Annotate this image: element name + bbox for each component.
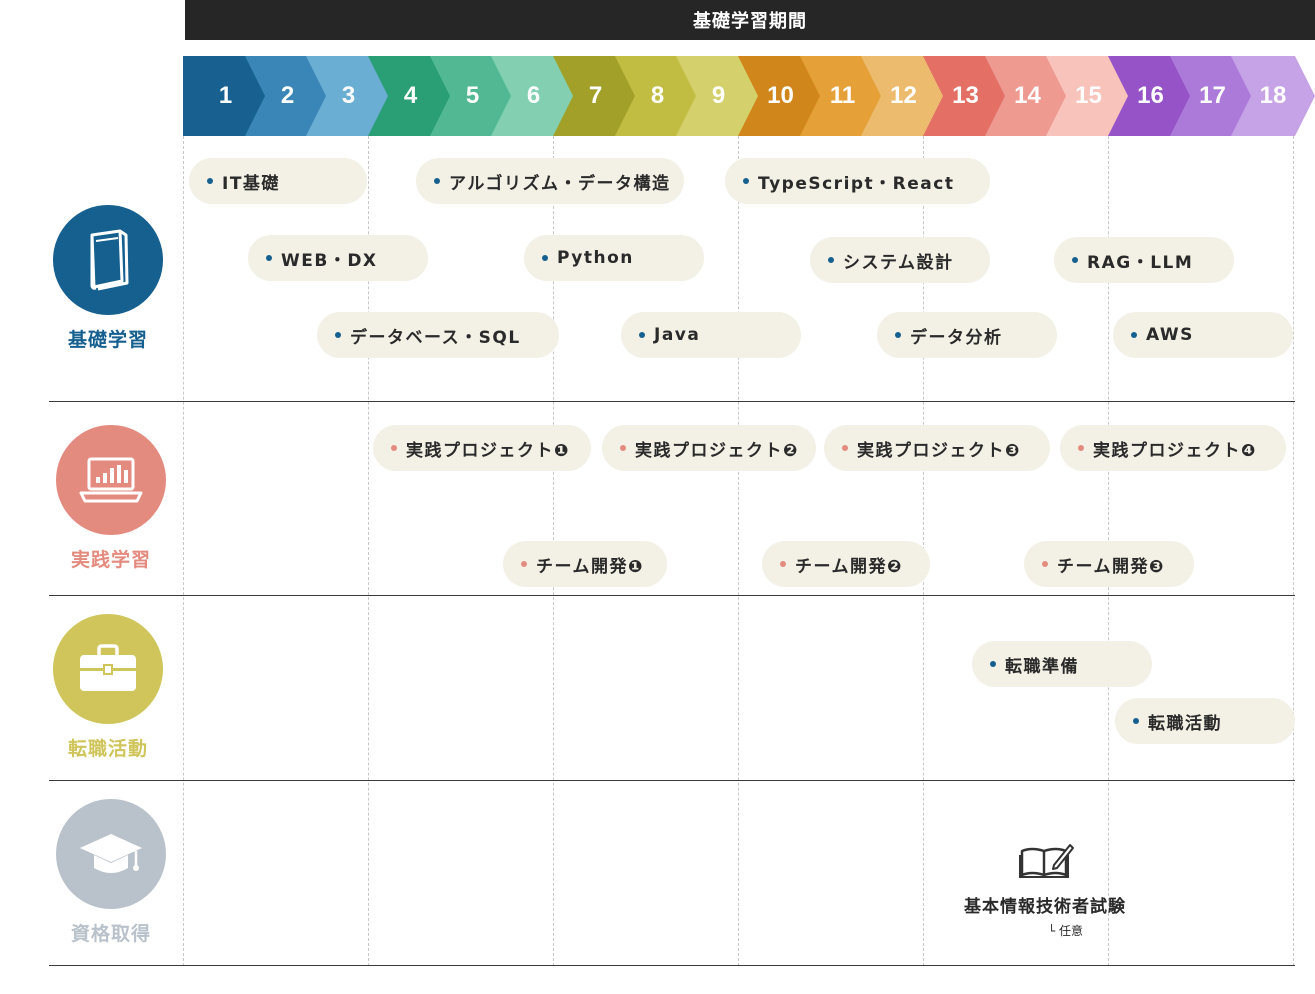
bullet-dot	[207, 178, 213, 184]
bullet-dot	[990, 661, 996, 667]
basic-item-aws: AWS	[1113, 312, 1293, 358]
basic-item-typescript-react: TypeScript・React	[725, 158, 990, 204]
practice-learning-circle	[56, 425, 166, 535]
header-title: 基礎学習期間	[693, 11, 807, 32]
bullet-dot	[521, 561, 527, 567]
grid-line	[738, 136, 739, 966]
basic-item-python: Python	[524, 235, 704, 281]
grid-line	[1293, 136, 1294, 966]
basic-item-java: Java	[621, 312, 801, 358]
row-divider	[49, 595, 1295, 596]
practice-item-team-dev-1: チーム開発❶	[503, 541, 667, 587]
basic-item-data-analysis: データ分析	[877, 312, 1057, 358]
practice-item-team-dev-2: チーム開発❷	[762, 541, 930, 587]
practice-item-project-4: 実践プロジェクト❹	[1060, 425, 1286, 471]
practice-item-project-1: 実践プロジェクト❶	[373, 425, 591, 471]
bullet-dot	[391, 445, 397, 451]
bullet-dot	[842, 445, 848, 451]
basic-learning-label: 基礎学習	[67, 329, 148, 351]
row-divider	[49, 965, 1295, 966]
practice-item-project-3: 実践プロジェクト❸	[824, 425, 1050, 471]
row-divider	[49, 401, 1295, 402]
grid-line	[368, 136, 369, 966]
briefcase-icon	[80, 644, 136, 691]
bullet-dot	[434, 178, 440, 184]
practice-item-project-2: 実践プロジェクト❷	[602, 425, 816, 471]
bullet-dot	[1042, 561, 1048, 567]
bullet-dot	[620, 445, 626, 451]
certification-label: 資格取得	[70, 923, 151, 945]
graduation-cap-icon	[80, 834, 142, 873]
bullet-dot	[1131, 332, 1137, 338]
bullet-dot	[743, 178, 749, 184]
practice-item-team-dev-3: チーム開発❸	[1024, 541, 1194, 587]
practice-learning-label: 実践学習	[70, 549, 151, 571]
certification-circle	[56, 799, 166, 909]
basic-item-rag-llm: RAG・LLM	[1054, 237, 1234, 283]
basic-item-database-sql: データベース・SQL	[317, 312, 559, 358]
cert-exam-title: 基本情報技術者試験	[964, 897, 1126, 917]
cert-optional-note: └ 任意	[1048, 924, 1084, 938]
bullet-dot	[828, 257, 834, 263]
career-item-job-hunting: 転職活動	[1115, 698, 1295, 744]
book-icon	[90, 229, 129, 291]
row-divider	[49, 780, 1295, 781]
bullet-dot	[639, 332, 645, 338]
bullet-dot	[335, 332, 341, 338]
basic-learning-circle	[53, 205, 163, 315]
basic-item-web-dx: WEB・DX	[248, 235, 428, 281]
basic-item-system-design: システム設計	[810, 237, 990, 283]
bullet-dot	[266, 255, 272, 261]
grid-line	[183, 136, 184, 966]
bullet-dot	[780, 561, 786, 567]
career-change-circle	[53, 614, 163, 724]
bullet-dot	[1072, 257, 1078, 263]
laptop-chart-icon	[79, 457, 143, 503]
bullet-dot	[1078, 445, 1084, 451]
bullet-dot	[1133, 718, 1139, 724]
bullet-dot	[542, 255, 548, 261]
career-change-label: 転職活動	[67, 738, 148, 760]
open-book-pen-icon	[1019, 844, 1074, 878]
basic-learning-period-header: 基礎学習期間	[185, 0, 1315, 40]
basic-item-algorithms: アルゴリズム・データ構造	[416, 158, 684, 204]
bullet-dot	[895, 332, 901, 338]
basic-item-it-basics: IT基礎	[189, 158, 367, 204]
career-item-preparation: 転職準備	[972, 641, 1152, 687]
